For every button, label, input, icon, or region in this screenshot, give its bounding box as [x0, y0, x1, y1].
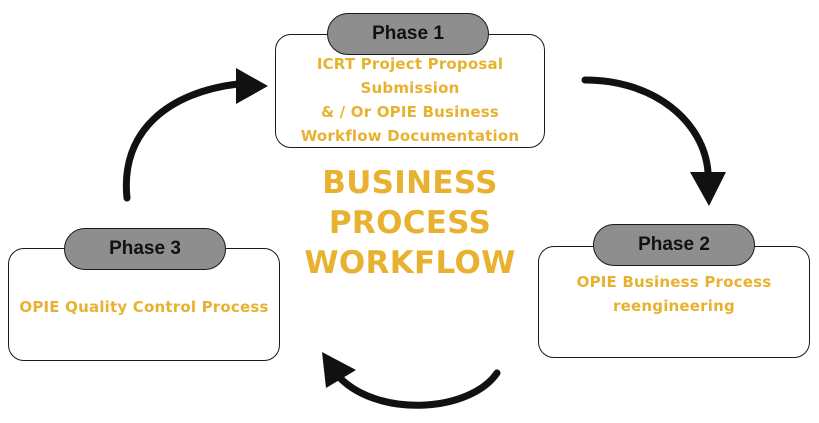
- phase-1-text-line: Submission: [360, 79, 460, 97]
- arrow-phase3-to-phase1: [122, 68, 268, 202]
- phase-2-text-line: reengineering: [613, 297, 735, 315]
- title-line: PROCESS: [328, 205, 492, 241]
- phase-2-text-line: OPIE Business Process: [576, 273, 772, 291]
- diagram-title: BUSINESS PROCESS WORKFLOW: [280, 163, 540, 283]
- title-line: BUSINESS: [322, 165, 498, 201]
- phase-2-description: OPIE Business Process reengineering: [540, 266, 808, 322]
- title-line: WORKFLOW: [304, 245, 516, 281]
- phase-1-description: ICRT Project Proposal Submission & / Or …: [277, 54, 543, 146]
- phase-2-label: Phase 2: [593, 224, 755, 266]
- phase-1-label: Phase 1: [327, 13, 489, 55]
- phase-1-text-line: & / Or OPIE Business: [320, 103, 500, 121]
- phase-3-description: OPIE Quality Control Process: [10, 290, 278, 324]
- phase-3-text-line: OPIE Quality Control Process: [19, 298, 269, 316]
- phase-1-text-line: ICRT Project Proposal: [316, 55, 504, 73]
- phase-3-label: Phase 3: [64, 228, 226, 270]
- phase-1-text-line: Workflow Documentation: [300, 127, 520, 145]
- arrow-phase1-to-phase2: [581, 76, 726, 206]
- arrow-phase2-to-phase3: [322, 352, 501, 409]
